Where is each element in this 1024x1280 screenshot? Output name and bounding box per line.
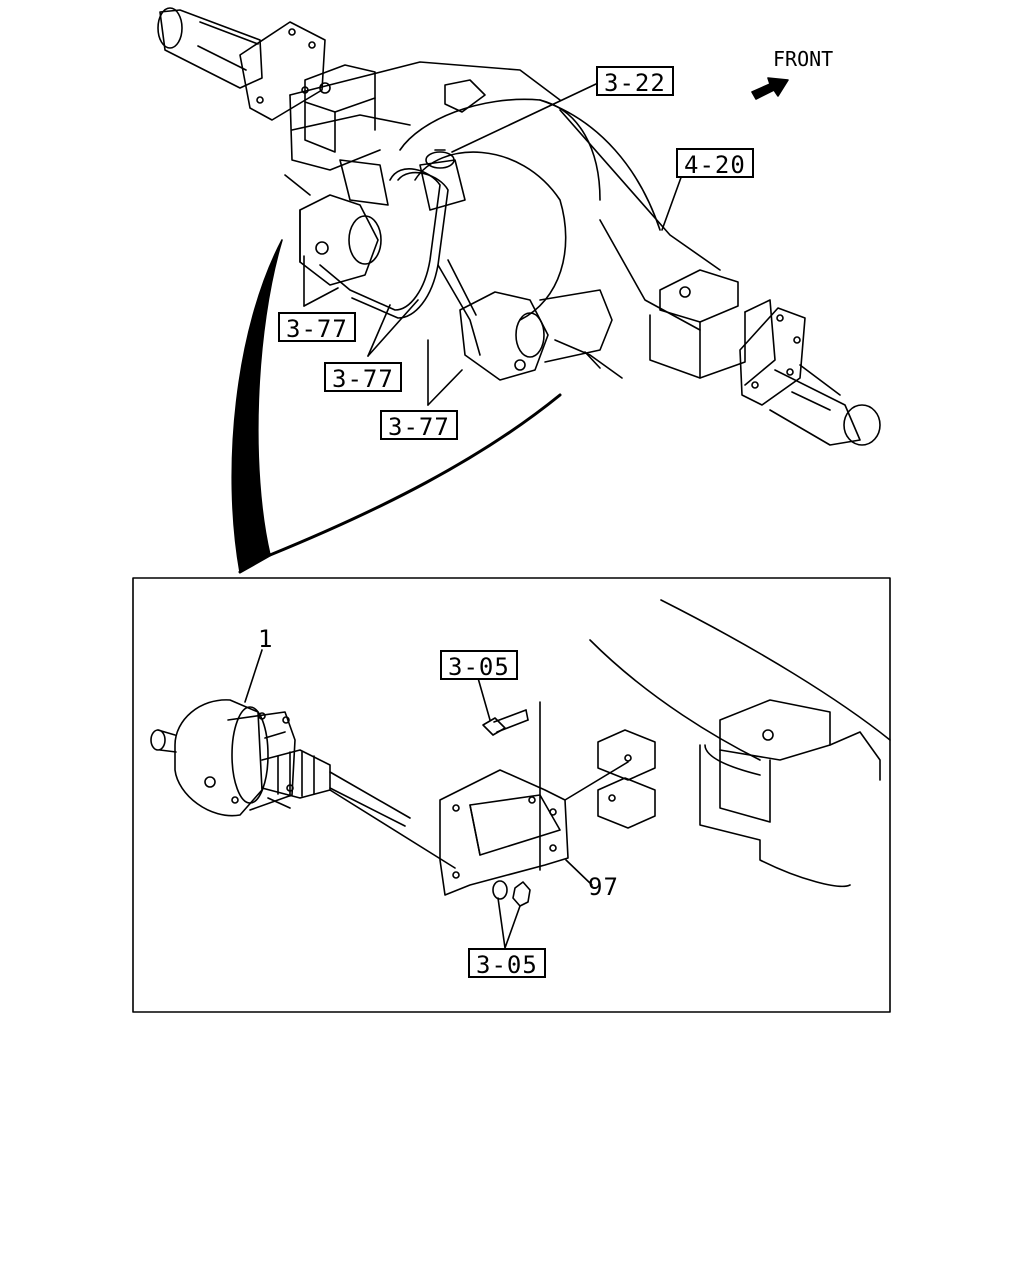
- spacer-blocks: [597, 729, 656, 829]
- mounting-bracket: [439, 769, 569, 896]
- ref-3-77-middle[interactable]: 3-77: [324, 362, 402, 393]
- front-arrow-icon: [751, 77, 789, 100]
- part-number-1: 1: [258, 625, 274, 653]
- detail-callout-pointer: [231, 239, 562, 574]
- washer-and-nut: [492, 880, 531, 907]
- detail-frame: [132, 577, 891, 1013]
- detail-leader-lines: [244, 649, 629, 949]
- ref-3-22[interactable]: 3-22: [596, 66, 674, 97]
- ref-3-77-right[interactable]: 3-77: [380, 410, 458, 441]
- detail-axle-housing: [589, 599, 891, 888]
- ref-4-20[interactable]: 4-20: [676, 148, 754, 179]
- brake-chamber: [150, 699, 411, 827]
- ref-3-05-nut[interactable]: 3-05: [468, 948, 546, 979]
- ref-3-77-left[interactable]: 3-77: [278, 312, 356, 343]
- rear-axle-assembly: [157, 7, 881, 446]
- top-leader-lines: [303, 83, 684, 406]
- bolt: [482, 709, 529, 736]
- front-direction-label: FRONT: [773, 47, 834, 71]
- part-number-97: 97: [588, 873, 619, 901]
- ref-3-05-bolt[interactable]: 3-05: [440, 650, 518, 681]
